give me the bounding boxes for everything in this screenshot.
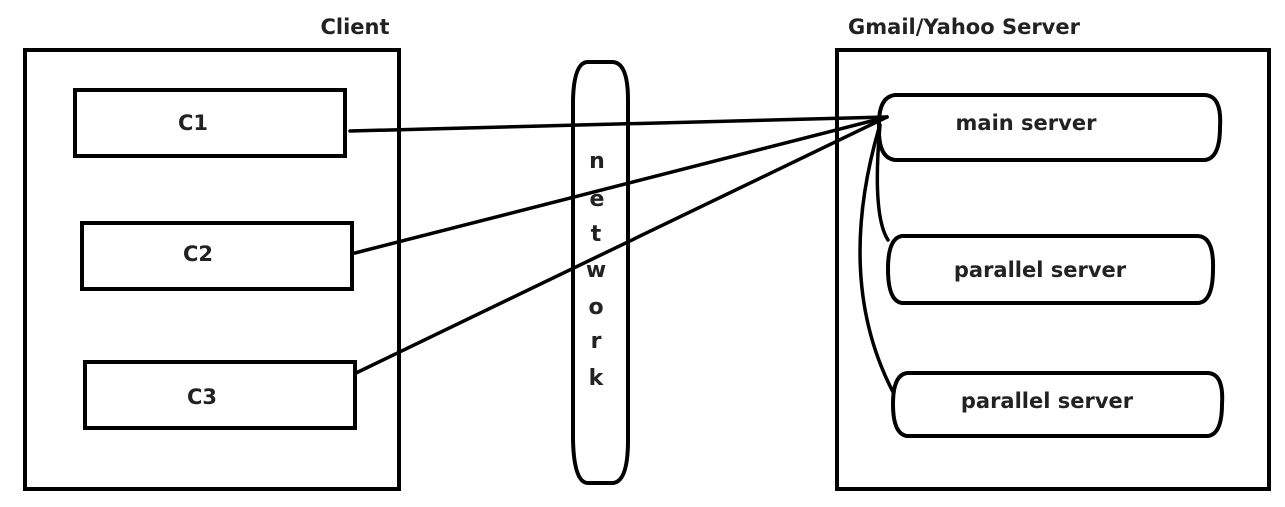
main-server-box: main server [876,93,1223,162]
network-letter: k [589,366,605,391]
client-title: Client [320,15,389,39]
network-letter: o [588,295,603,320]
network-letter: n [589,149,605,174]
connection-line-c2 [353,115,889,255]
parallel-server-label: parallel server [954,258,1127,282]
network-letter: r [591,329,602,354]
parallel-server-box-1: parallel server [885,234,1216,305]
client-box-c1: C1 [73,88,347,158]
client-box-c2: C2 [80,221,354,291]
client-box-label: C1 [178,111,208,135]
connector-main-to-parallel-2 [858,126,895,394]
client-box-label: C3 [187,385,217,409]
connection-line-c3 [354,115,889,375]
parallel-server-box-2: parallel server [890,371,1225,438]
server-container [835,48,1271,491]
client-container [23,48,401,491]
connection-line-c1 [348,115,889,133]
client-box-c3: C3 [83,360,357,430]
connector-main-to-parallel-1 [875,123,890,242]
network-letter: t [591,222,602,247]
network-letter: w [586,258,606,283]
server-title: Gmail/Yahoo Server [848,15,1081,39]
client-box-label: C2 [183,242,213,266]
parallel-server-label: parallel server [961,389,1134,413]
main-server-label: main server [956,111,1098,135]
